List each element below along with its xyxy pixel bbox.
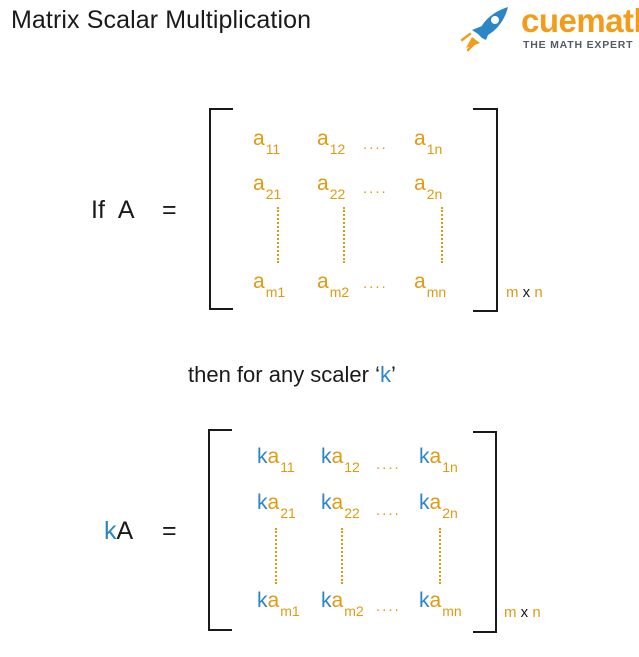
logo-wordmark: cuemath: [521, 2, 639, 39]
matrix-a-entry: a12: [317, 127, 346, 157]
matrix-ka-entry: kamn: [419, 589, 462, 619]
matrix-ka-entry: ka12: [321, 445, 360, 475]
vertical-ellipsis: [275, 528, 277, 584]
vertical-ellipsis: [439, 528, 441, 584]
eq1-lhs: If A: [91, 196, 135, 225]
matrix-ka-entry: ka1n: [419, 445, 458, 475]
vertical-ellipsis: [441, 207, 443, 263]
matrix-a-right-bracket: [473, 108, 498, 312]
scalar-sentence: then for any scaler ‘k’: [188, 362, 396, 387]
eq2-equals: =: [162, 517, 177, 545]
vertical-ellipsis: [341, 528, 343, 584]
eq2-lhs: kA: [104, 517, 133, 546]
horizontal-ellipsis: ....: [376, 502, 401, 519]
matrix-a-left-bracket: [209, 108, 233, 310]
logo-tagline: THE MATH EXPERT: [523, 39, 634, 51]
matrix-a-entry: a21: [253, 172, 282, 202]
matrix-a-entry: a2n: [414, 172, 443, 202]
matrix-a-entry: a11: [253, 127, 281, 157]
matrix-a-entry: a22: [317, 172, 346, 202]
eq1-var: A: [117, 196, 135, 224]
matrix-a-entry: am2: [317, 270, 350, 300]
eq1-equals: =: [162, 196, 177, 224]
matrix-ka-right-bracket: [473, 431, 497, 633]
matrix-ka-left-bracket: [208, 429, 232, 631]
matrix-ka-entry: ka22: [321, 491, 360, 521]
matrix-a-entry: am1: [253, 270, 286, 300]
vertical-ellipsis: [343, 207, 345, 263]
horizontal-ellipsis: ....: [376, 598, 401, 615]
vertical-ellipsis: [277, 207, 279, 263]
scalar-k: k: [379, 362, 391, 387]
eq2-var: A: [116, 517, 134, 545]
eq1-if-text: If: [91, 196, 105, 224]
horizontal-ellipsis: ....: [363, 180, 388, 197]
eq2-scalar: k: [104, 517, 117, 545]
horizontal-ellipsis: ....: [376, 456, 401, 473]
matrix-a-dimension: m x n: [506, 284, 543, 301]
matrix-ka-entry: ka11: [257, 445, 295, 475]
matrix-ka-dimension: m x n: [504, 604, 541, 621]
matrix-ka-entry: kam2: [321, 589, 364, 619]
rocket-icon: [460, 7, 508, 52]
matrix-a-entry: a1n: [414, 127, 443, 157]
matrix-ka-entry: kam1: [257, 589, 300, 619]
matrix-ka-entry: ka2n: [419, 491, 458, 521]
page-title: Matrix Scalar Multiplication: [11, 6, 312, 34]
horizontal-ellipsis: ....: [363, 275, 388, 292]
matrix-ka-entry: ka21: [257, 491, 296, 521]
horizontal-ellipsis: ....: [363, 136, 388, 153]
matrix-a-entry: amn: [414, 270, 447, 300]
